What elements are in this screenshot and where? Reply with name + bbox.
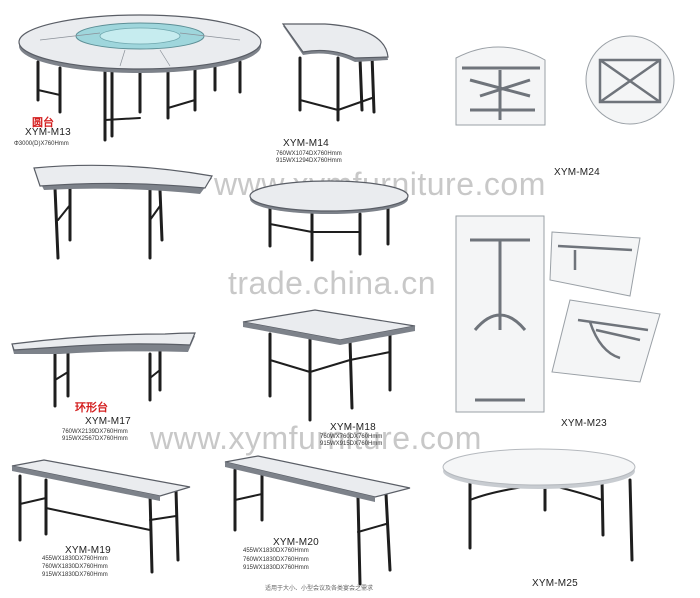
m18-spec-1: 760WX760DX760Hmm xyxy=(320,434,383,440)
m25-model-label: XYM-M25 xyxy=(532,578,578,589)
m17-model-label: XYM-M17 xyxy=(85,416,131,427)
watermark-middle: trade.china.cn xyxy=(228,265,437,301)
m19-spec-3: 915WX1830DX760Hmm xyxy=(42,572,108,578)
m13-chinese-label: 圆台 xyxy=(32,117,54,129)
m19-model-label: XYM-M19 xyxy=(65,545,111,556)
table-m25-image xyxy=(442,448,636,562)
m17-spec-2: 915WX2567DX760Hmm xyxy=(62,436,128,442)
table-m23-image xyxy=(455,215,661,413)
table-m14-image xyxy=(281,23,389,122)
m23-model-label: XYM-M23 xyxy=(561,418,607,429)
table-m24-image xyxy=(455,35,675,126)
m20-spec-2: 760WX1830DX760Hmm xyxy=(243,557,309,563)
m14-spec-1: 760WX1074DX760Hmm xyxy=(276,151,342,157)
table-m17-image xyxy=(11,332,196,408)
table-m20-image xyxy=(224,455,411,586)
table-halfround-image xyxy=(33,164,213,260)
m13-model-label: XYM-M13 xyxy=(25,127,71,138)
m19-spec-1: 455WX1830DX760Hmm xyxy=(42,556,108,562)
m14-model-label: XYM-M14 xyxy=(283,138,329,149)
m20-note: 适用于大小、小型会议及各类宴会之需求 xyxy=(265,586,374,592)
table-m18-image xyxy=(242,309,416,422)
table-round-center-image xyxy=(249,180,409,262)
m17-spec-1: 760WX2139DX760Hmm xyxy=(62,429,128,435)
m24-model-label: XYM-M24 xyxy=(554,167,600,178)
m13-spec: Φ3000(D)X760Hmm xyxy=(14,141,69,147)
m14-spec-2: 915WX1294DX760Hmm xyxy=(276,158,342,164)
m18-model-label: XYM-M18 xyxy=(330,422,376,433)
table-m19-image xyxy=(11,459,191,574)
m20-model-label: XYM-M20 xyxy=(273,537,319,548)
m20-spec-1: 455WX1830DX760Hmm xyxy=(243,548,309,554)
m19-spec-2: 760WX1830DX760Hmm xyxy=(42,564,108,570)
m17-chinese-label: 环形台 xyxy=(75,402,108,414)
table-m13-image xyxy=(18,14,262,142)
m20-spec-3: 915WX1830DX760Hmm xyxy=(243,565,309,571)
watermark-bottom: www.xymfurniture.com xyxy=(150,420,482,456)
m18-spec-2: 915WX915DX760Hmm xyxy=(320,441,383,447)
